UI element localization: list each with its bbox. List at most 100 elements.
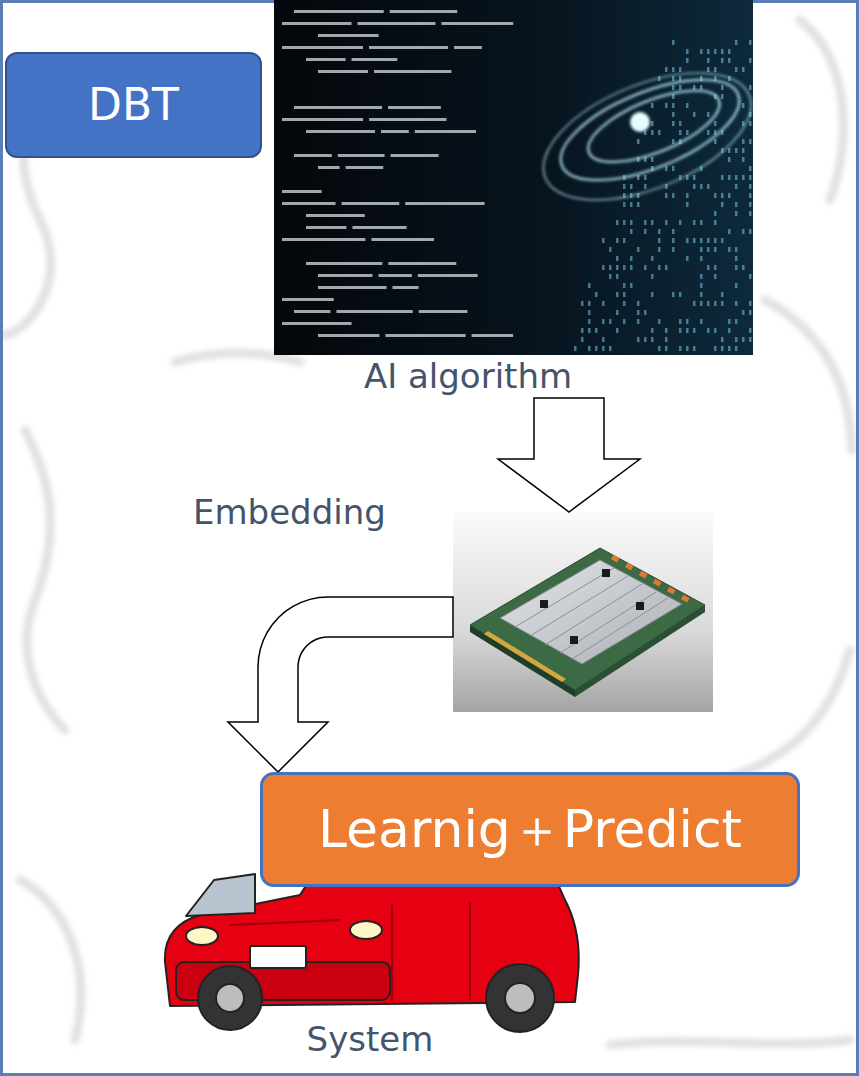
binary-digit xyxy=(707,112,710,117)
binary-digit xyxy=(609,346,612,351)
binary-digit xyxy=(665,166,668,171)
illustration-part xyxy=(469,902,471,1000)
binary-digit xyxy=(714,121,717,126)
code-line xyxy=(405,202,484,205)
binary-digit xyxy=(651,157,654,162)
chip-picture xyxy=(453,512,713,712)
binary-digit xyxy=(728,346,731,351)
code-line xyxy=(419,310,468,313)
binary-digit xyxy=(714,211,717,216)
binary-digit xyxy=(616,310,619,315)
binary-digit xyxy=(672,229,675,234)
binary-digit xyxy=(658,265,661,270)
binary-digit xyxy=(616,274,619,279)
binary-digit xyxy=(637,301,640,306)
binary-digit xyxy=(637,247,640,252)
binary-digit xyxy=(644,337,647,342)
binary-digit xyxy=(623,220,626,225)
binary-digit xyxy=(693,112,696,117)
code-line xyxy=(306,214,365,217)
binary-digit xyxy=(616,220,619,225)
code-line xyxy=(381,130,409,133)
binary-digit xyxy=(581,301,584,306)
binary-digit xyxy=(658,346,661,351)
code-line xyxy=(358,22,436,25)
binary-digit xyxy=(679,121,682,126)
binary-digit xyxy=(686,346,689,351)
binary-digit xyxy=(616,328,619,333)
code-line xyxy=(282,118,363,121)
code-line xyxy=(318,334,379,337)
binary-digit xyxy=(588,346,591,351)
illustration-part xyxy=(486,964,554,1032)
binary-digit xyxy=(749,301,752,306)
binary-digit xyxy=(651,337,654,342)
binary-digit xyxy=(721,292,724,297)
binary-digit xyxy=(700,184,703,189)
binary-digit xyxy=(700,319,703,324)
illustration-part xyxy=(20,880,81,1040)
binary-digit xyxy=(707,247,710,252)
illustration-part xyxy=(198,966,262,1030)
binary-digit xyxy=(693,328,696,333)
illustration-part xyxy=(667,587,676,595)
binary-digit xyxy=(602,301,605,306)
binary-digit xyxy=(637,139,640,144)
block-arrow xyxy=(498,398,640,512)
code-line xyxy=(336,310,412,313)
binary-digit xyxy=(707,67,710,72)
binary-digit xyxy=(686,193,689,198)
binary-digit xyxy=(672,247,675,252)
code-line xyxy=(282,238,365,241)
binary-digit xyxy=(700,220,703,225)
binary-digit xyxy=(728,49,731,54)
binary-digit xyxy=(735,346,738,351)
binary-digit xyxy=(595,328,598,333)
illustration-part xyxy=(765,300,852,450)
binary-digit xyxy=(742,175,745,180)
code-line xyxy=(441,22,513,25)
step-label: Embedding xyxy=(193,493,386,532)
binary-digit xyxy=(728,148,731,153)
illustration-part xyxy=(545,584,642,645)
binary-digit xyxy=(721,346,724,351)
binary-digit xyxy=(658,130,661,135)
binary-digit xyxy=(637,202,640,207)
code-line xyxy=(294,10,384,13)
illustration-part xyxy=(639,571,648,579)
binary-digit xyxy=(679,319,682,324)
binary-digit xyxy=(602,337,605,342)
illustration-part xyxy=(630,112,650,132)
binary-digit xyxy=(742,103,745,108)
binary-digit xyxy=(693,220,696,225)
code-line xyxy=(294,106,382,109)
binary-digit xyxy=(623,283,626,288)
illustration-part xyxy=(681,595,690,603)
binary-digit xyxy=(595,346,598,351)
illustration-part xyxy=(250,946,306,968)
binary-digit xyxy=(679,292,682,297)
binary-digit xyxy=(728,319,731,324)
illustration-part xyxy=(515,568,668,659)
illustration-part xyxy=(653,579,662,587)
binary-digit xyxy=(644,229,647,234)
picture-caption: System xyxy=(307,1020,434,1059)
code-line xyxy=(388,106,441,109)
binary-digit xyxy=(588,328,591,333)
picture-caption: AI algorithm xyxy=(364,357,572,396)
binary-digit xyxy=(679,220,682,225)
code-line xyxy=(338,154,385,157)
binary-digit xyxy=(651,274,654,279)
binary-digit xyxy=(672,193,675,198)
binary-digit xyxy=(693,238,696,243)
binary-digit xyxy=(686,49,689,54)
illustration-part xyxy=(216,984,244,1012)
binary-digit xyxy=(644,175,647,180)
illustration-part xyxy=(611,555,620,563)
binary-digit xyxy=(721,49,724,54)
binary-digit xyxy=(651,103,654,108)
binary-digit xyxy=(623,319,626,324)
binary-digit xyxy=(700,292,703,297)
binary-digit xyxy=(693,301,696,306)
illustration-part xyxy=(526,47,753,226)
